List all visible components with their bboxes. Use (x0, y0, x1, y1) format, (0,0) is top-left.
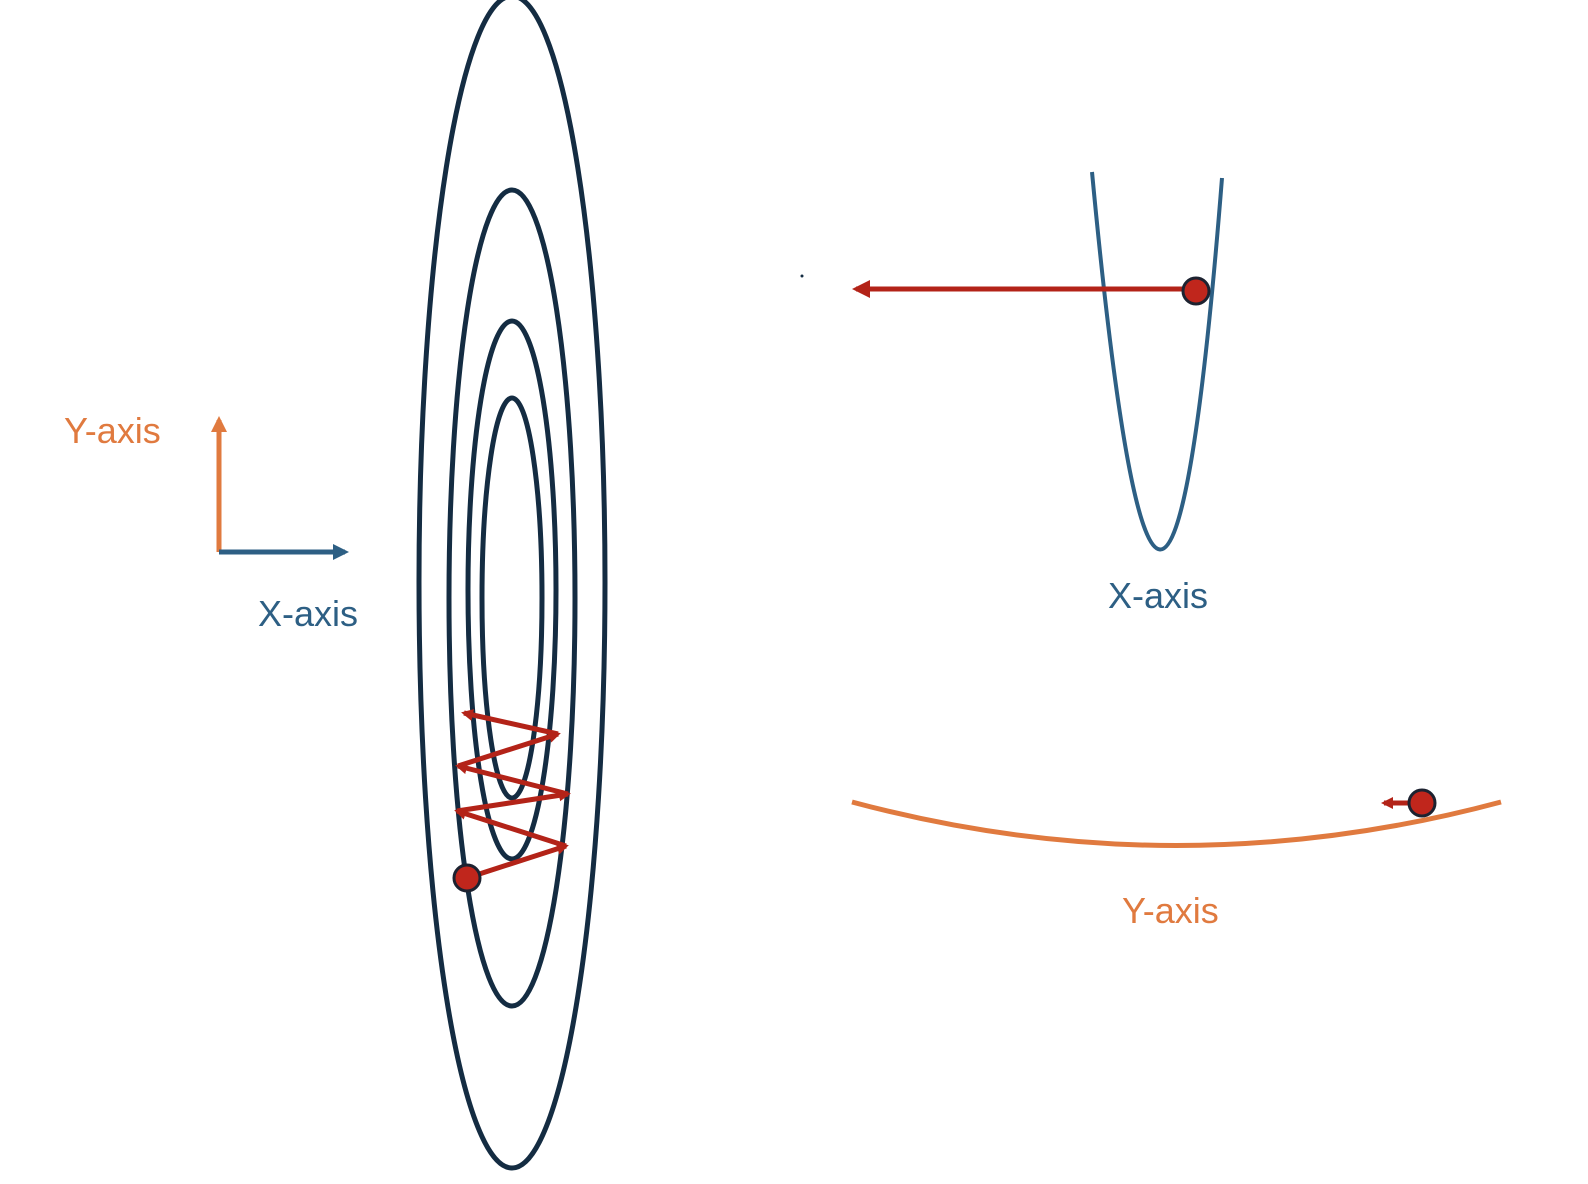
descent-step (456, 789, 571, 814)
start-point (452, 863, 482, 893)
descent-step (461, 709, 559, 737)
contour-level-4 (479, 395, 545, 801)
descent-path (454, 709, 571, 881)
descent-step (455, 762, 569, 797)
y-curve-label: Y-axis (1122, 890, 1219, 931)
contour-level-1 (416, 0, 608, 1171)
stray-dot (800, 274, 804, 278)
x-ball (1181, 276, 1211, 306)
legend-x-label: X-axis (258, 593, 358, 634)
legend-y-label: Y-axis (64, 410, 161, 451)
descent-step (454, 808, 567, 849)
descent-step (457, 731, 561, 769)
y-ball (1407, 788, 1437, 818)
axis-legend: Y-axis X-axis (64, 410, 358, 634)
x-axis-profile: X-axis (852, 171, 1224, 616)
y-axis-parabola (851, 799, 1502, 848)
y-axis-profile: Y-axis (851, 788, 1502, 931)
contour-level-3 (465, 318, 559, 862)
contour-lines (416, 0, 608, 1171)
contour-level-2 (446, 187, 578, 1009)
descent-step (466, 843, 569, 881)
x-curve-label: X-axis (1108, 575, 1208, 616)
x-axis-parabola (1090, 171, 1224, 552)
